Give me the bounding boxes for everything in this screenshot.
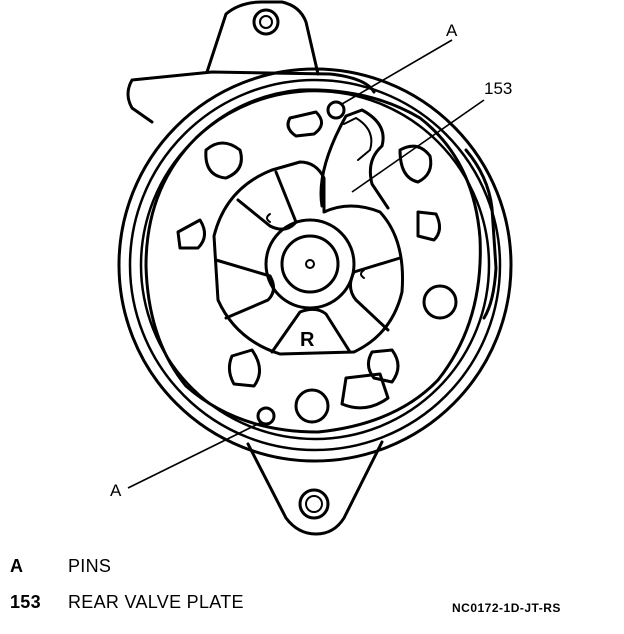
callout-153: 153	[484, 79, 512, 98]
pin-lower	[256, 406, 276, 426]
lower-mount-hole	[298, 488, 330, 520]
port-lower-left	[227, 348, 261, 388]
housing-left-bulge	[126, 70, 376, 124]
callout-a-lower: A	[110, 481, 122, 500]
housing-outer-ring	[117, 67, 513, 463]
housing-middle-ring	[128, 78, 502, 452]
leader-line-153	[351, 99, 485, 193]
center-hub	[280, 234, 340, 294]
rivet-left	[266, 213, 271, 223]
stamp-mark: R	[300, 329, 315, 351]
reed-cluster-outline	[212, 160, 404, 356]
callout-a-upper: A	[446, 21, 458, 40]
port-left	[176, 218, 206, 250]
legend-key-a: A	[10, 556, 24, 576]
port-right-lower-round	[422, 284, 458, 320]
lower-mounting-ear	[246, 440, 384, 536]
leader-line-a-upper	[341, 39, 453, 105]
leader-line-a-lower	[127, 421, 263, 489]
rear-valve-plate-outline	[144, 88, 482, 434]
port-bottom-center	[294, 388, 330, 424]
reed-petal-bottom	[270, 307, 352, 354]
legend: A PINS 153 REAR VALVE PLATE NC0172-1D-JT…	[0, 548, 624, 634]
port-right-upper	[398, 144, 433, 184]
discharge-reed-153	[319, 108, 390, 210]
compressor-rear-view-diagram: R A 153 A	[110, 0, 513, 536]
upper-mount-hole	[252, 8, 280, 36]
center-hub-hole	[305, 259, 315, 269]
port-upper-center	[286, 110, 323, 138]
upper-mounting-ear	[205, 0, 320, 76]
housing-inner-ring	[139, 89, 491, 441]
port-lower-right	[367, 348, 400, 384]
legend-text-rear-valve-plate: REAR VALVE PLATE	[68, 592, 244, 612]
legend-key-153: 153	[10, 592, 41, 612]
port-upper-left	[204, 141, 243, 180]
rivet-right	[360, 269, 365, 279]
port-right	[416, 210, 441, 242]
upper-mount-hole-inner	[259, 15, 273, 29]
pin-upper	[326, 100, 346, 120]
figure-code: NC0172-1D-JT-RS	[452, 601, 561, 615]
legend-text-pins: PINS	[68, 556, 112, 576]
port-bottom-right	[340, 372, 390, 410]
center-hub-outer	[264, 218, 356, 310]
discharge-reed-slot	[343, 117, 373, 161]
lower-mount-hole-inner	[305, 495, 323, 513]
